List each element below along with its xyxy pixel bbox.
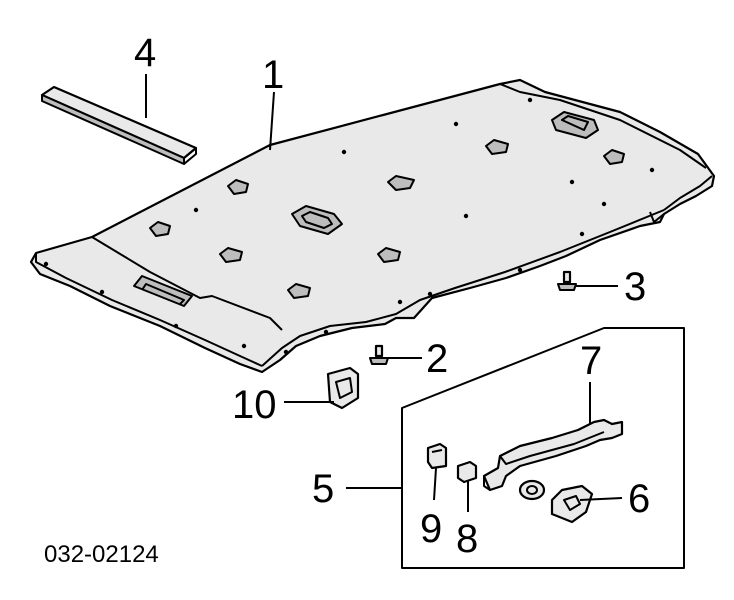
callout-6: 6 xyxy=(628,477,650,521)
callout-labels: 1 2 3 4 5 6 7 8 9 10 xyxy=(134,31,650,561)
part-8-cap xyxy=(456,460,478,484)
part-4-pad xyxy=(40,85,198,165)
part-5-group-box xyxy=(401,327,685,569)
callout-3: 3 xyxy=(624,265,646,309)
callout-7: 7 xyxy=(580,339,602,383)
callout-8: 8 xyxy=(456,517,478,561)
callout-10: 10 xyxy=(232,383,277,427)
part-9-cover xyxy=(426,442,448,470)
part-3-clip xyxy=(557,270,577,291)
part-7-grab-handle xyxy=(482,418,624,492)
part-2-clip xyxy=(369,344,389,365)
leader-lines xyxy=(145,74,623,512)
leader-9 xyxy=(433,467,437,501)
part-number: 032-02124 xyxy=(44,541,159,568)
leader-1 xyxy=(269,91,275,151)
leader-6 xyxy=(579,497,623,501)
callout-9: 9 xyxy=(420,507,442,551)
callout-2: 2 xyxy=(426,337,448,381)
callout-5: 5 xyxy=(312,467,334,511)
part-1-headliner xyxy=(29,78,716,374)
grab-handle-ring xyxy=(518,479,546,501)
callout-1: 1 xyxy=(262,53,284,97)
callout-4: 4 xyxy=(134,31,156,75)
part-6-bracket xyxy=(550,484,594,524)
